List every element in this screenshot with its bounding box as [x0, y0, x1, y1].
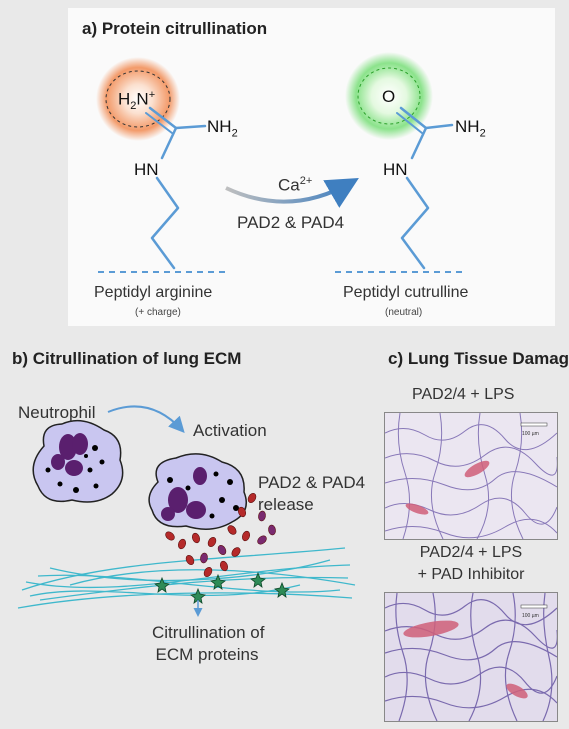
citrulline-name: Peptidyl cutrulline [343, 284, 469, 301]
imine-label: H2N+ [118, 89, 156, 113]
arginine-chain [150, 176, 180, 270]
arginine-name: Peptidyl arginine [94, 284, 213, 301]
scale-bar-label-1: 100 µm [522, 431, 539, 437]
micrograph-lps-texture: 100 µm [385, 413, 557, 539]
oxygen-label: O [382, 87, 396, 106]
release-label: PAD2 & PAD4 release [258, 473, 366, 514]
micrograph-inhibitor: 100 µm [384, 592, 558, 722]
arginine-amine-label: NH2 [207, 117, 238, 140]
arginine-bond-hn [160, 126, 178, 160]
ecm-result-label: Citrullination of ECM proteins [152, 623, 265, 664]
charge-ring [105, 70, 171, 128]
arginine-structure [96, 57, 230, 273]
scale-bar-label-2: 100 µm [522, 613, 539, 619]
citrullinated-sites [154, 571, 290, 604]
ecm-fibers [17, 547, 356, 609]
citrulline-structure [335, 52, 462, 273]
panel-c-title: c) Lung Tissue Damage [388, 349, 569, 368]
citrulline-hn-label: HN [383, 160, 408, 179]
sample1-label: PAD2/4 + LPS [412, 386, 515, 403]
neutrophil-label: Neutrophil [18, 403, 96, 422]
citrulline-amine-label: NH2 [455, 117, 486, 140]
citrulline-neutral-note: (neutral) [385, 307, 423, 318]
enzyme-label: PAD2 & PAD4 [237, 213, 345, 232]
citrulline-bond-hn [410, 126, 428, 160]
neutral-glow [345, 52, 433, 140]
reaction-arrow [225, 177, 359, 208]
citrulline-bond-nh2 [424, 123, 454, 130]
citrulline-chain [400, 176, 430, 270]
arginine-bond-nh2 [174, 124, 207, 130]
micrograph-inhibitor-texture: 100 µm [385, 593, 557, 721]
arginine-double-bond [148, 106, 178, 130]
micrograph-lps: 100 µm [384, 412, 558, 540]
panel-a-title: a) Protein citrullination [82, 19, 268, 38]
calcium-label: Ca2+ [278, 175, 313, 195]
neutral-ring [357, 67, 421, 125]
arginine-hn-label: HN [134, 160, 159, 179]
resting-neutrophil [32, 419, 124, 503]
activated-neutrophil [148, 453, 247, 530]
activation-arrow [107, 405, 185, 433]
pad-enzymes [165, 493, 276, 577]
panel-b-title: b) Citrullination of lung ECM [12, 349, 242, 368]
activation-label: Activation [193, 421, 267, 440]
citrulline-double-bond [399, 106, 428, 130]
arginine-charge-note: (+ charge) [135, 307, 181, 318]
sample2-label: PAD2/4 + LPS + PAD Inhibitor [417, 544, 525, 583]
